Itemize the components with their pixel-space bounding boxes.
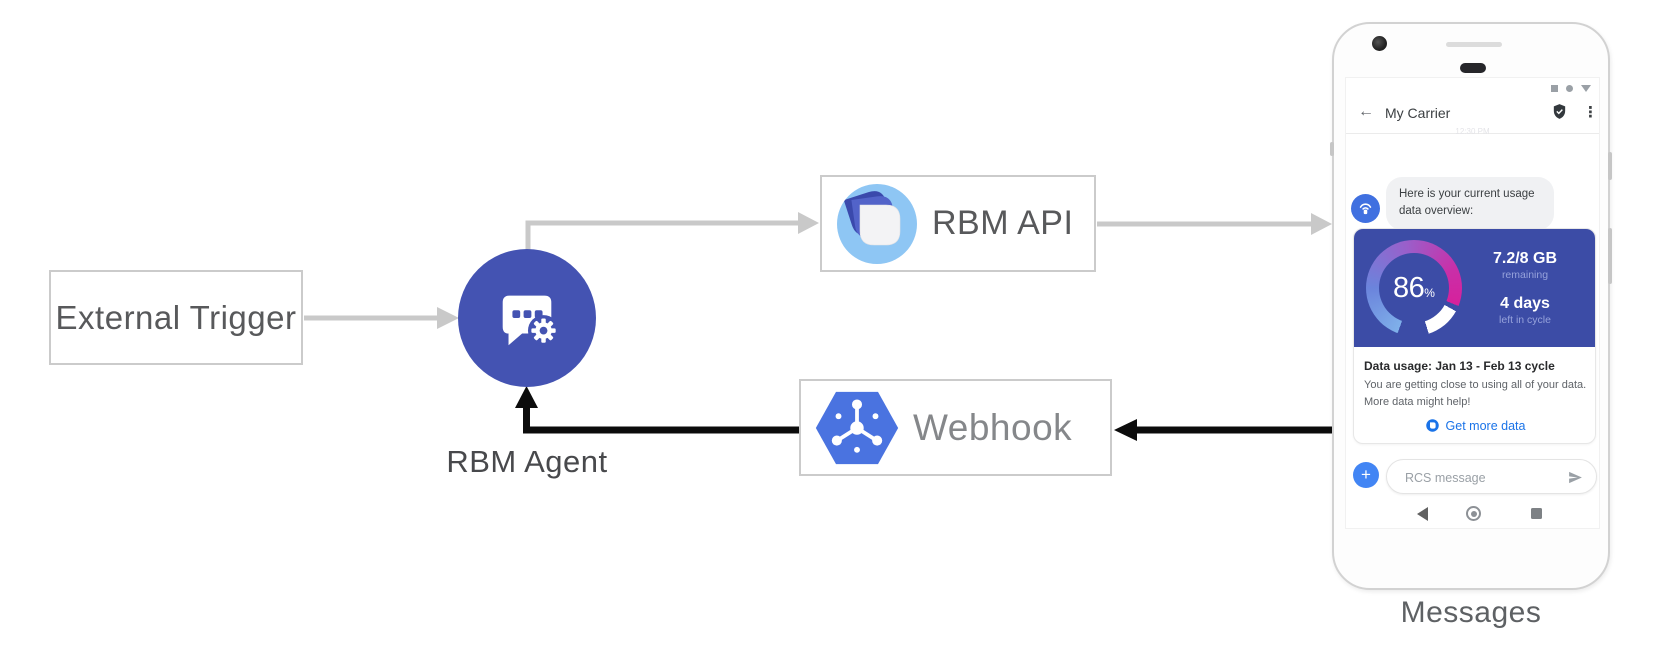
compose-bar — [1386, 459, 1597, 494]
earpiece — [1460, 63, 1486, 73]
connector-rbm-api-to-phone — [1097, 213, 1332, 235]
rbm-agent-label: RBM Agent — [446, 444, 608, 479]
message-line-2: data overview: — [1399, 205, 1474, 218]
overflow-menu-icon[interactable]: ⋮ — [1583, 104, 1598, 121]
message-line-1: Here is your current usage — [1399, 188, 1535, 200]
get-more-data-label: Get more data — [1445, 418, 1526, 433]
rbm-api-box: RBM API — [820, 175, 1096, 272]
usage-donut-gauge: 86 % — [1366, 240, 1462, 336]
rbm-api-label: RBM API — [932, 204, 1074, 242]
external-trigger-label: External Trigger — [55, 298, 297, 336]
status-bar — [1551, 85, 1591, 92]
remaining-value: 7.2/8 GB — [1492, 250, 1558, 267]
usage-gauge-panel: 86 % 7.2/8 GB remaining 4 days left in c… — [1354, 229, 1595, 347]
usage-card-details: Data usage: Jan 13 - Feb 13 cycle You ar… — [1354, 347, 1595, 443]
connector-external-trigger-to-agent — [304, 307, 459, 329]
usage-stats: 7.2/8 GB remaining 4 days left in cycle — [1465, 229, 1585, 347]
status-square-icon — [1551, 85, 1558, 92]
webhook-label: Webhook — [913, 406, 1073, 448]
conversation-title: My Carrier — [1385, 105, 1451, 121]
nav-home-button[interactable] — [1466, 506, 1481, 521]
usage-percent: 86 — [1393, 271, 1425, 304]
webhook-hexagon-icon — [815, 390, 899, 466]
usage-card-body-line-2: More data might help! — [1364, 395, 1471, 408]
cycle-days-value: 4 days — [1500, 295, 1550, 312]
phone-volume-button — [1608, 228, 1612, 284]
antenna-icon — [1357, 200, 1374, 217]
agent-avatar — [1351, 194, 1380, 223]
phone-side-button — [1330, 142, 1334, 156]
rbm-agent-node — [458, 249, 596, 387]
get-more-data-icon — [1425, 419, 1439, 432]
phone-power-button — [1608, 152, 1612, 180]
external-trigger-box: External Trigger — [49, 270, 303, 365]
front-camera — [1372, 36, 1387, 51]
attach-plus-button[interactable]: + — [1353, 462, 1379, 488]
usage-card-title: Data usage: Jan 13 - Feb 13 cycle — [1364, 359, 1555, 373]
message-timestamp: 12:30 PM — [1455, 127, 1490, 136]
nav-back-button[interactable] — [1417, 507, 1428, 521]
webhook-box: Webhook — [799, 379, 1112, 476]
connector-webhook-to-agent — [515, 386, 800, 434]
data-usage-card: 86 % 7.2/8 GB remaining 4 days left in c… — [1353, 228, 1596, 444]
rbm-api-logo-icon — [837, 183, 917, 264]
nav-recents-button[interactable] — [1531, 508, 1542, 519]
usage-percent-sign: % — [1424, 286, 1435, 300]
back-arrow-icon[interactable]: ← — [1358, 103, 1374, 120]
cycle-days-label: left in cycle — [1499, 314, 1551, 326]
chat-bubble-gear-icon — [492, 283, 562, 353]
connector-agent-to-rbm-api — [525, 212, 819, 254]
phone-mockup: ← My Carrier ⋮ 12:30 PM — [1330, 22, 1612, 590]
conversation-header: ← My Carrier ⋮ — [1346, 96, 1599, 134]
rcs-message-input[interactable] — [1403, 461, 1557, 494]
phone-screen: ← My Carrier ⋮ 12:30 PM — [1346, 78, 1599, 528]
send-icon[interactable] — [1567, 469, 1584, 486]
status-triangle-icon — [1581, 85, 1591, 92]
connector-phone-to-webhook — [1114, 419, 1340, 441]
remaining-label: remaining — [1501, 269, 1549, 281]
get-more-data-button[interactable]: Get more data — [1364, 418, 1586, 433]
messages-caption: Messages — [1400, 596, 1542, 629]
usage-card-body-line-1: You are getting close to using all of yo… — [1364, 379, 1587, 391]
verified-shield-icon — [1551, 103, 1568, 120]
speaker-grille — [1446, 42, 1502, 47]
agent-message-bubble: Here is your current usage data overview… — [1386, 177, 1554, 230]
status-dot-icon — [1566, 85, 1573, 92]
